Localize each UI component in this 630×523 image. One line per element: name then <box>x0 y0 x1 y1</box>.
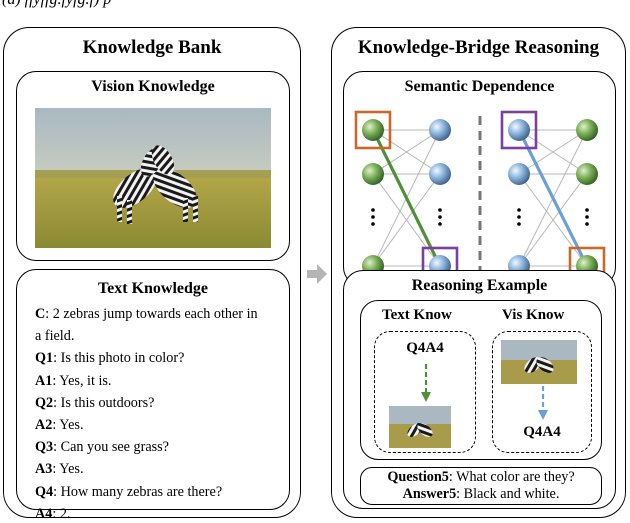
right-arrow-shape <box>307 264 327 284</box>
text-knowledge-line: A4: 2. <box>35 506 70 523</box>
text-knowledge-key: Q2 <box>35 394 54 411</box>
node-left <box>362 119 384 141</box>
text-knowledge-text: : Is this outdoors? <box>53 394 155 411</box>
zebras-photo <box>35 108 271 248</box>
node-left <box>508 119 530 141</box>
ellipsis-dot <box>517 222 521 226</box>
know-compare-box: Text Know Vis Know Q4A4 <box>360 300 602 460</box>
ellipsis-dot <box>517 215 521 219</box>
connection-line <box>518 129 588 175</box>
ellipsis-dot <box>371 215 375 219</box>
question-answer-box: Question5: What color are they? Answer5:… <box>360 467 602 505</box>
text-know-label: Text Know <box>382 307 452 323</box>
text-knowledge-line: Q2: Is this outdoors? <box>35 395 154 412</box>
down-arrow-blue-icon <box>538 386 548 420</box>
text-knowledge-key: Q1 <box>35 350 54 367</box>
answer-line: Answer5: Black and white. <box>361 486 601 503</box>
connection-line <box>372 129 441 175</box>
text-knowledge-text: a field. <box>35 328 75 345</box>
vision-knowledge-box: Vision Knowledge <box>16 71 290 261</box>
top-caption: (a) ffyffg.fyfg.f) p <box>0 0 630 16</box>
vision-knowledge-title: Vision Knowledge <box>91 78 215 95</box>
text-knowledge-line: Q1: Is this photo in color? <box>35 350 184 367</box>
text-knowledge-line: Q4: How many zebras are there? <box>35 484 222 501</box>
text-knowledge-text: : Yes. <box>52 461 84 478</box>
text-knowledge-line: A3: Yes. <box>35 461 84 478</box>
blue-dependence-line <box>517 129 589 267</box>
text-knowledge-line: Q3: Can you see grass? <box>35 439 169 456</box>
knowledge-bank-title: Knowledge Bank <box>82 37 222 58</box>
text-knowledge-text: : Yes, it is. <box>52 372 112 389</box>
node-right <box>576 119 598 141</box>
text-knowledge-text: : Is this photo in color? <box>53 350 185 367</box>
ellipsis-dot <box>371 222 375 226</box>
purple-highlight-box <box>500 110 538 150</box>
text-knowledge-key: Q4 <box>35 483 54 500</box>
vis-know-dashed-box: Q4A4 <box>492 331 592 453</box>
text-knowledge-key: C <box>35 306 46 322</box>
connection-line <box>372 173 441 267</box>
vis-know-q4a4: Q4A4 <box>523 424 561 440</box>
text-knowledge-title: Text Knowledge <box>97 280 209 297</box>
node-left <box>362 163 384 185</box>
text-knowledge-key: A4 <box>35 505 53 522</box>
zebras-photo-art <box>35 108 271 248</box>
down-arrow-green-icon <box>421 364 431 402</box>
text-knowledge-key: A3 <box>35 461 53 478</box>
node-right <box>576 163 598 185</box>
text-knowledge-key: A1 <box>35 372 53 389</box>
semantic-dependence-box: Semantic Dependence <box>343 71 616 287</box>
text-knowledge-line: C: 2 zebras jump towards each other in <box>35 306 258 323</box>
text-knowledge-key: Q3 <box>35 439 54 456</box>
text-knowledge-text: : Yes. <box>52 417 84 433</box>
text-knowledge-text: : Can you see grass? <box>53 439 169 456</box>
question-text: : What color are they? <box>448 469 575 485</box>
question-line: Question5: What color are they? <box>361 469 601 486</box>
vis-know-zebra-thumb <box>501 340 577 384</box>
text-knowledge-text: : 2. <box>52 505 71 522</box>
knowledge-bank-panel: Knowledge Bank Vision Knowledge <box>3 27 301 522</box>
zebra-thumb-art-2 <box>501 340 577 384</box>
ellipsis-dot <box>438 222 442 226</box>
node-left <box>508 163 530 185</box>
semantic-dependence-title: Semantic Dependence <box>404 78 555 95</box>
node-right <box>429 119 451 141</box>
green-dependence-line <box>371 129 442 267</box>
reasoning-title: Knowledge-Bridge Reasoning <box>357 37 600 58</box>
text-know-zebra-thumb <box>389 406 451 448</box>
semantic-network-diagram <box>354 110 606 286</box>
answer-text: : Black and white. <box>456 486 560 502</box>
ellipsis-dot <box>585 208 589 212</box>
ellipsis-dot <box>438 215 442 219</box>
reasoning-example-title: Reasoning Example <box>411 277 548 294</box>
ellipsis-dot <box>517 208 521 212</box>
question-key: Question5 <box>387 469 449 485</box>
connection-line <box>518 173 588 267</box>
ellipsis-dot <box>371 208 375 212</box>
ellipsis-dot <box>585 215 589 219</box>
text-knowledge-box: Text Knowledge <box>16 269 290 510</box>
reasoning-panel: Knowledge-Bridge Reasoning Semantic Depe… <box>331 27 626 518</box>
vis-know-label: Vis Know <box>502 307 565 323</box>
text-knowledge-line: A1: Yes, it is. <box>35 373 111 390</box>
orange-highlight-box <box>354 110 392 150</box>
zebra-thumb-art <box>389 406 451 448</box>
node-right <box>429 163 451 185</box>
text-knowledge-line: a field. <box>35 328 74 345</box>
text-knowledge-text: : How many zebras are there? <box>53 483 223 500</box>
text-knowledge-key: A2 <box>35 417 53 433</box>
text-know-dashed-box: Q4A4 <box>374 331 476 453</box>
text-knowledge-text: : 2 zebras jump towards each other in <box>45 306 258 322</box>
answer-key: Answer5 <box>402 486 457 502</box>
reasoning-example-box: Reasoning Example Text Know Vis Know Q4A… <box>343 270 616 509</box>
ellipsis-dot <box>438 208 442 212</box>
top-caption-text: (a) ffyffg.fyfg.f) p <box>2 0 111 9</box>
right-arrow-icon <box>306 263 328 290</box>
text-knowledge-line: A2: Yes. <box>35 417 84 434</box>
ellipsis-dot <box>585 222 589 226</box>
text-know-q4a4: Q4A4 <box>406 340 444 356</box>
